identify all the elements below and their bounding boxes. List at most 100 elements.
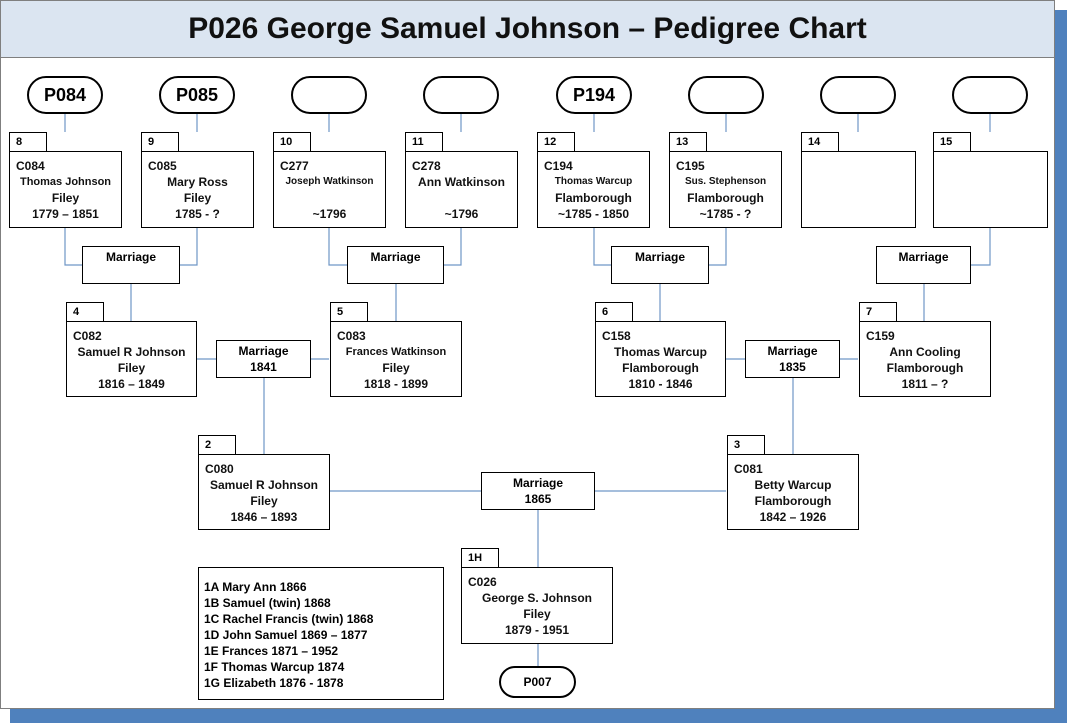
person-box-6[interactable]: C158 Thomas Warcup Flamborough 1810 - 18… (595, 321, 726, 397)
person-name: Joseph Watkinson (285, 176, 374, 187)
person-id: C026 (468, 575, 497, 589)
page-title: P026 George Samuel Johnson – Pedigree Ch… (188, 12, 867, 45)
person-id: C083 (337, 329, 366, 343)
list-item: 1D John Samuel 1869 – 1877 (204, 628, 368, 642)
person-dates: 1810 - 1846 (628, 377, 693, 391)
person-id: C278 (412, 159, 441, 173)
list-item: 1C Rachel Francis (twin) 1868 (204, 612, 374, 626)
person-name: Frances Watkinson (345, 346, 447, 358)
person-name: Betty Warcup (754, 478, 832, 492)
person-place: Filey (250, 494, 278, 508)
person-number-tab: 8 (9, 132, 47, 152)
person-id: C194 (544, 159, 573, 173)
person-number-tab: 7 (859, 302, 897, 322)
person-id: C084 (16, 159, 45, 173)
person-box-14[interactable] (801, 151, 916, 228)
ref-pill-14[interactable] (820, 76, 896, 114)
marriage-box-6-7[interactable]: Marriage 1835 (745, 340, 840, 378)
marriage-label: Marriage (105, 250, 157, 264)
marriage-year: 1841 (250, 360, 277, 374)
person-dates: 1779 – 1851 (32, 207, 99, 221)
marriage-year: 1865 (524, 492, 552, 506)
person-box-4[interactable]: C082 Samuel R Johnson Filey 1816 – 1849 (66, 321, 197, 397)
person-place: Filey (51, 191, 80, 205)
person-number-tab: 2 (198, 435, 236, 455)
person-box-3[interactable]: C081 Betty Warcup Flamborough 1842 – 192… (727, 454, 859, 530)
person-box-8[interactable]: C084 Thomas Johnson Filey 1779 – 1851 (9, 151, 122, 228)
person-dates: ~1785 - 1850 (557, 207, 630, 221)
person-box-5[interactable]: C083 Frances Watkinson Filey 1818 - 1899 (330, 321, 462, 397)
marriage-label: Marriage (370, 250, 421, 264)
marriage-box-8-9[interactable]: Marriage (82, 246, 180, 284)
person-number-tab: 9 (141, 132, 179, 152)
person-dates: ~1785 - ? (699, 207, 752, 221)
person-box-13[interactable]: C195 Sus. Stephenson Flamborough ~1785 -… (669, 151, 782, 228)
person-box-15[interactable] (933, 151, 1048, 228)
person-name: Samuel R Johnson (77, 345, 186, 359)
person-box-9[interactable]: C085 Mary Ross Filey 1785 - ? (141, 151, 254, 228)
person-number-tab: 4 (66, 302, 104, 322)
person-box-2[interactable]: C080 Samuel R Johnson Filey 1846 – 1893 (198, 454, 330, 530)
ref-pill-8[interactable]: P084 (27, 76, 103, 114)
person-name: Mary Ross (167, 175, 228, 189)
person-number-tab: 15 (933, 132, 971, 152)
person-name: Thomas Warcup (554, 176, 633, 187)
ref-pill-10[interactable] (291, 76, 367, 114)
person-place: Filey (382, 361, 410, 375)
person-dates: 1846 – 1893 (230, 510, 298, 524)
list-item: 1E Frances 1871 – 1952 (204, 644, 339, 658)
person-place: Flamborough (886, 361, 964, 375)
person-place: Filey (117, 361, 146, 375)
marriage-label: Marriage (767, 344, 818, 358)
person-dates: 1816 – 1849 (98, 377, 165, 391)
ref-pill-root[interactable]: P007 (499, 666, 576, 698)
ref-pill-9[interactable]: P085 (159, 76, 235, 114)
ref-pill-15[interactable] (952, 76, 1028, 114)
person-id: C195 (676, 159, 705, 173)
person-number-tab: 3 (727, 435, 765, 455)
marriage-label: Marriage (634, 250, 686, 264)
ref-pill-13[interactable] (688, 76, 764, 114)
person-number-tab: 10 (273, 132, 311, 152)
person-dates: 1785 - ? (175, 207, 220, 221)
marriage-box-2-3[interactable]: Marriage 1865 (481, 472, 595, 510)
ref-pill-12[interactable]: P194 (556, 76, 632, 114)
person-id: C080 (205, 462, 234, 476)
person-number-tab: 6 (595, 302, 633, 322)
marriage-label: Marriage (512, 476, 564, 490)
person-id: C277 (280, 159, 309, 173)
person-dates: 1811 – ? (901, 377, 949, 391)
person-number-tab: 13 (669, 132, 707, 152)
person-box-11[interactable]: C278 Ann Watkinson ~1796 (405, 151, 518, 228)
person-dates: ~1796 (312, 207, 347, 221)
person-box-10[interactable]: C277 Joseph Watkinson ~1796 (273, 151, 386, 228)
person-box-12[interactable]: C194 Thomas Warcup Flamborough ~1785 - 1… (537, 151, 650, 228)
person-box-7[interactable]: C159 Ann Cooling Flamborough 1811 – ? (859, 321, 991, 397)
ref-pill-11[interactable] (423, 76, 499, 114)
person-box-focal[interactable]: C026 George S. Johnson Filey 1879 - 1951 (461, 567, 613, 644)
person-id: C082 (73, 329, 102, 343)
person-dates: 1818 - 1899 (363, 377, 429, 391)
marriage-box-4-5[interactable]: Marriage 1841 (216, 340, 311, 378)
person-name: Thomas Warcup (614, 345, 707, 359)
children-list: 1A Mary Ann 1866 1B Samuel (twin) 1868 1… (198, 567, 444, 700)
person-name: Thomas Johnson (19, 176, 112, 188)
person-place: Filey (183, 191, 212, 205)
marriage-box-14-15[interactable]: Marriage (876, 246, 971, 284)
person-place: Filey (523, 607, 551, 621)
person-dates: 1842 – 1926 (759, 510, 827, 524)
person-place: Flamborough (687, 191, 764, 205)
person-dates: ~1796 (444, 207, 479, 221)
person-number-tab: 1H (461, 548, 499, 568)
person-name: Sus. Stephenson (684, 176, 767, 187)
marriage-label: Marriage (238, 344, 289, 358)
person-number-tab: 14 (801, 132, 839, 152)
person-id: C085 (148, 159, 177, 173)
marriage-box-10-11[interactable]: Marriage (347, 246, 444, 284)
marriage-box-12-13[interactable]: Marriage (611, 246, 709, 284)
title-bar: P026 George Samuel Johnson – Pedigree Ch… (1, 1, 1054, 58)
person-place (274, 190, 385, 206)
person-id: C158 (602, 329, 631, 343)
list-item: 1F Thomas Warcup 1874 (204, 660, 345, 674)
